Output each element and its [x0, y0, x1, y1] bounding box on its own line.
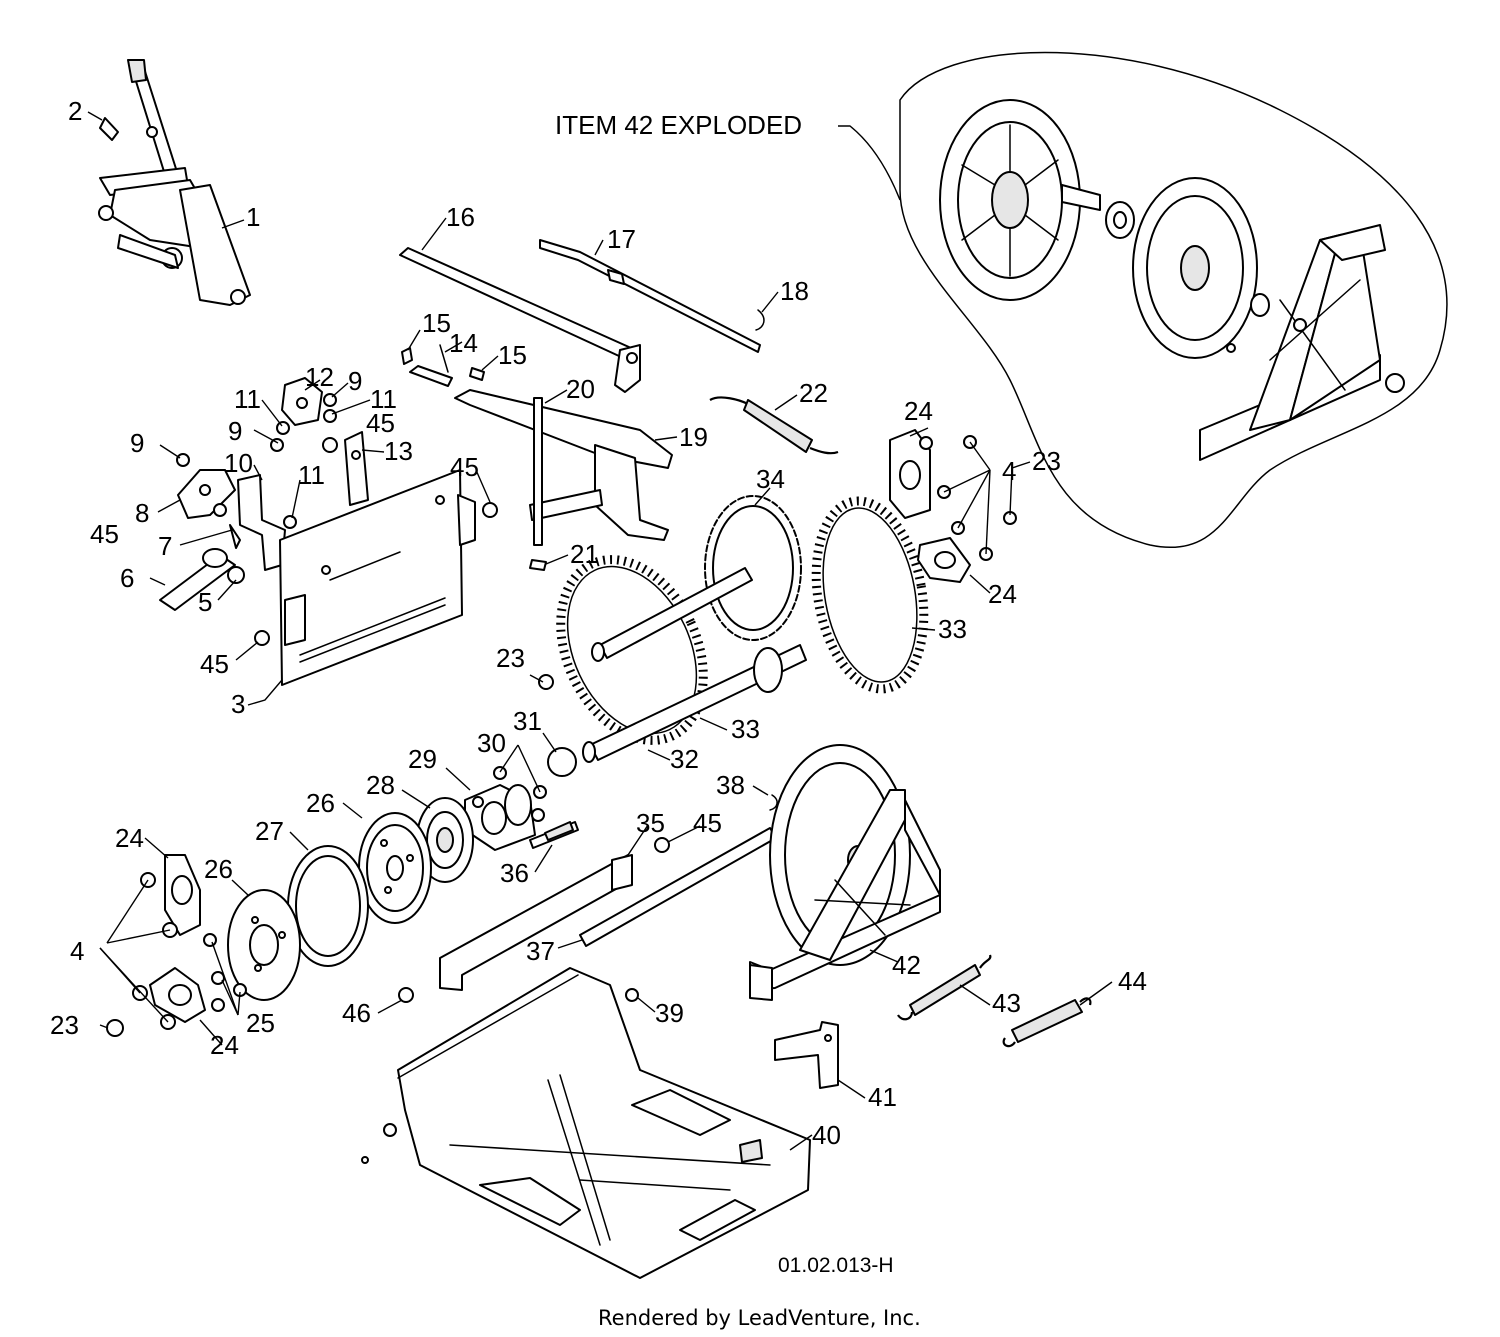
callout-9a: 9	[348, 366, 362, 396]
callout-9c: 9	[130, 428, 144, 458]
spring-22	[709, 396, 749, 405]
pin-7	[229, 524, 241, 549]
callout-1: 1	[246, 202, 260, 232]
callout-33b: 33	[731, 714, 760, 744]
callout-36: 36	[500, 858, 529, 888]
callout-17: 17	[607, 224, 636, 254]
rod-17	[539, 239, 761, 353]
callout-40: 40	[812, 1120, 841, 1150]
shift-screw	[99, 117, 119, 141]
exploded-view-label: ITEM 42 EXPLODED	[555, 110, 802, 140]
callout-2: 2	[68, 96, 82, 126]
callout-10: 10	[224, 448, 253, 478]
callout-42: 42	[892, 950, 921, 980]
callout-24b: 24	[988, 579, 1017, 609]
callout-31: 31	[513, 706, 542, 736]
callout-18: 18	[780, 276, 809, 306]
callout-9b: 9	[228, 416, 242, 446]
callout-3: 3	[231, 689, 245, 719]
callout-33a: 33	[938, 614, 967, 644]
washer-5	[227, 566, 245, 584]
callout-30: 30	[477, 728, 506, 758]
callout-23a: 23	[1032, 446, 1061, 476]
callout-5: 5	[198, 587, 212, 617]
callout-32: 32	[670, 744, 699, 774]
callout-27: 27	[255, 816, 284, 846]
pin-14	[409, 365, 453, 387]
callout-13: 13	[384, 436, 413, 466]
callout-11b: 11	[370, 384, 397, 414]
callout-24d: 24	[210, 1030, 239, 1060]
bracket-10	[237, 474, 286, 571]
callout-25: 25	[246, 1008, 275, 1038]
callout-15a: 15	[422, 308, 451, 338]
leader-lines	[87, 111, 1113, 1151]
callout-45e: 45	[693, 808, 722, 838]
shift-plate	[179, 184, 251, 306]
bracket-13	[344, 431, 369, 506]
chain-33-right	[811, 496, 929, 694]
callout-45a: 45	[366, 408, 395, 438]
callout-16: 16	[446, 202, 475, 232]
housing-pan-40	[361, 967, 811, 1279]
callout-23c: 23	[50, 1010, 79, 1040]
callout-41: 41	[868, 1082, 897, 1112]
chain-33-left	[556, 555, 708, 745]
callout-26b: 26	[204, 854, 233, 884]
arm-6	[159, 554, 236, 611]
callout-6: 6	[120, 563, 134, 593]
callout-8: 8	[135, 498, 149, 528]
callout-12: 12	[305, 362, 334, 392]
spring-44	[1011, 999, 1083, 1043]
spring-43	[909, 964, 981, 1016]
callout-29: 29	[408, 744, 437, 774]
item-42-exploded-bubble	[899, 51, 1448, 548]
ring-31	[547, 747, 577, 777]
callout-43: 43	[992, 988, 1021, 1018]
callout-38: 38	[716, 770, 745, 800]
callout-4a: 4	[1002, 456, 1016, 486]
callout-20: 20	[566, 374, 595, 404]
clip-21	[529, 559, 547, 571]
callout-22: 22	[799, 378, 828, 408]
plate-3	[279, 469, 463, 686]
clip-15	[401, 347, 413, 365]
callout-4b: 4	[70, 936, 84, 966]
callout-37: 37	[526, 936, 555, 966]
callout-24c: 24	[115, 823, 144, 853]
callout-23b: 23	[496, 643, 525, 673]
wheel-assembly-42	[749, 744, 941, 1001]
spring-36	[544, 821, 574, 841]
callout-34: 34	[756, 464, 785, 494]
callout-24a: 24	[904, 396, 933, 426]
callout-39: 39	[655, 998, 684, 1028]
callout-44: 44	[1118, 966, 1147, 996]
drawing-number: 01.02.013-H	[778, 1254, 894, 1277]
render-credit: Rendered by LeadVenture, Inc.	[598, 1306, 921, 1330]
callout-14: 14	[449, 328, 478, 358]
callout-15b: 15	[498, 340, 527, 370]
callout-45b: 45	[450, 452, 479, 482]
callout-28: 28	[366, 770, 395, 800]
callout-45d: 45	[200, 649, 229, 679]
bracket-41	[774, 1021, 839, 1089]
callout-19: 19	[679, 422, 708, 452]
bracket-19	[454, 389, 673, 469]
wheel-axle	[1061, 184, 1101, 211]
callout-26a: 26	[306, 788, 335, 818]
callout-11c: 11	[298, 460, 325, 490]
nut	[1385, 373, 1405, 393]
shift-lever-assembly	[98, 59, 251, 306]
callout-21: 21	[570, 539, 599, 569]
callout-35: 35	[636, 808, 665, 838]
callout-45c: 45	[90, 519, 119, 549]
callout-11a: 11	[234, 384, 261, 414]
shaft-20	[533, 397, 543, 546]
callout-46: 46	[342, 998, 371, 1028]
callout-7: 7	[158, 531, 172, 561]
